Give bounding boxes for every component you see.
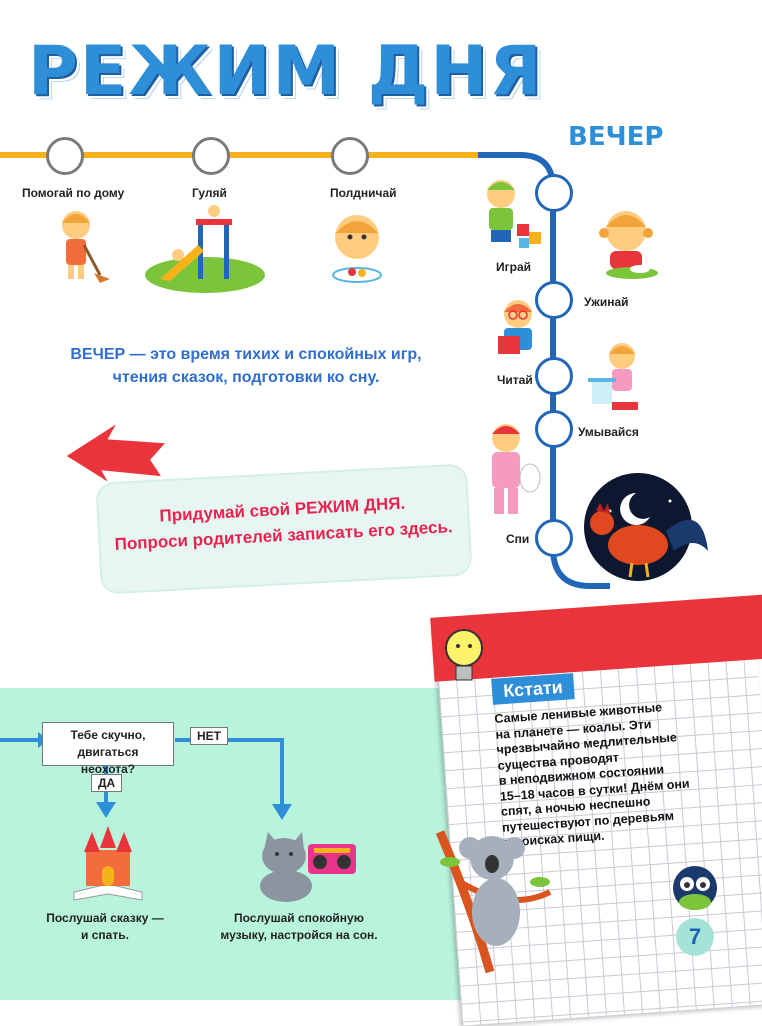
clock-icon [535,410,573,448]
caption-line: и спать. [81,928,129,942]
child-dinner-illustration [599,211,658,279]
night-rooster-illustration [584,473,708,581]
koala-branch-illustration [435,830,552,974]
timeline-label-wash: Умывайся [578,425,639,439]
clock-icon [331,137,369,175]
arrow-left-icon [61,418,172,486]
child-sweeping-illustration [62,211,110,283]
evening-heading: ВЕЧЕР [568,122,664,152]
lightbulb-icon [445,629,483,681]
page-number: 7 [676,918,714,956]
description-line: чтения сказок, подготовки ко сну. [112,369,380,386]
child-reading-illustration [498,300,532,354]
evening-description: ВЕЧЕР — это время тихих и спокойных игр,… [66,343,426,389]
caption-line: Послушай сказку — [46,911,164,925]
playground-slide-illustration [145,205,265,293]
clock-icon [535,357,573,395]
caption-line: Послушай спокойную [234,911,364,925]
page-title: РЕЖИМ ДНЯ [28,32,544,111]
owl-mascot-icon [673,866,717,910]
timeline-label-read: Читай [497,373,533,387]
yes-tag: ДА [91,774,123,792]
timeline-label-walk: Гуляй [192,186,227,200]
question-line: Тебе скучно, двигаться [70,728,146,759]
timeline-label-play: Играй [496,260,532,274]
caption-line: музыку, настройся на сон. [220,928,378,942]
child-eating-illustration [332,215,382,283]
child-playing-illustration [487,180,541,248]
clock-icon [46,137,84,175]
child-pajamas-illustration [492,424,541,514]
timeline-label-sleep: Спи [506,532,530,546]
clock-icon [535,281,573,319]
no-tag: НЕТ [190,727,228,745]
timeline-label-help: Помогай по дому [22,186,125,200]
question-line: неохота? [80,762,136,776]
timeline-label-snack: Полдничай [330,186,397,200]
child-washing-illustration [588,343,638,410]
description-line: ВЕЧЕР — это время тихих и спокойных игр, [70,346,422,363]
no-caption: Послушай спокойную музыку, настройся на … [214,910,384,944]
castle-book-illustration [73,826,143,901]
clock-icon [535,519,573,557]
timeline-label-dinner: Ужинай [584,295,629,309]
clock-icon [535,174,573,212]
question-box: Тебе скучно, двигаться неохота? [42,722,174,776]
clock-icon [192,137,230,175]
yes-caption: Послушай сказку — и спать. [20,910,190,944]
cat-radio-illustration [260,832,356,902]
